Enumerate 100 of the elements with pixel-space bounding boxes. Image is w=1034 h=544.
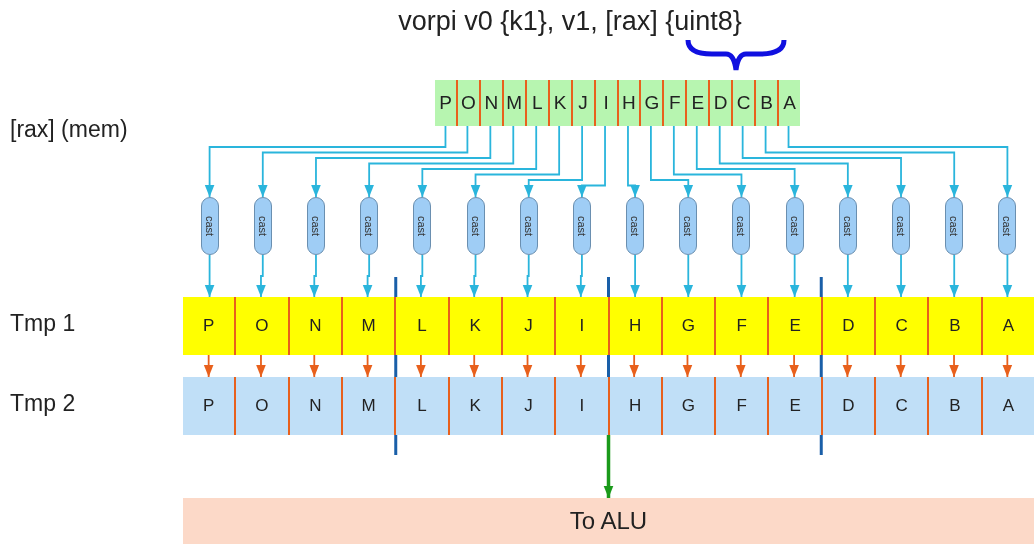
byte-lane: M: [340, 377, 395, 435]
byte-lane: L: [394, 377, 448, 435]
alu-band: To ALU: [183, 498, 1034, 544]
byte-lane: C: [731, 80, 755, 126]
arrow: [417, 125, 538, 198]
cast-unit: cast: [892, 197, 911, 255]
byte-lane: A: [980, 377, 1034, 435]
byte-lane: A: [980, 297, 1034, 355]
arrow: [736, 354, 746, 378]
byte-lane: J: [570, 80, 594, 126]
register-bar: [183, 377, 1034, 435]
arrow: [683, 254, 694, 298]
register-bar: [435, 80, 800, 126]
byte-lane: B: [927, 377, 981, 435]
byte-lane: M: [340, 297, 395, 355]
byte-lane: F: [662, 80, 686, 126]
arrow: [603, 435, 614, 498]
byte-lane: K: [447, 377, 501, 435]
byte-lane: I: [593, 80, 617, 126]
byte-lane: M: [501, 80, 525, 126]
byte-lane: D: [820, 297, 875, 355]
byte-lane: D: [820, 377, 875, 435]
byte-lane: P: [183, 377, 235, 435]
byte-lane: H: [607, 377, 661, 435]
byte-lane: B: [754, 80, 778, 126]
arrow: [204, 254, 215, 298]
arrow: [672, 125, 747, 198]
byte-lane: O: [455, 80, 479, 126]
byte-lane: G: [660, 297, 715, 355]
arrow: [630, 254, 640, 298]
arrow: [695, 125, 800, 198]
arrow: [256, 354, 266, 378]
cast-unit: cast: [572, 197, 591, 255]
byte-lane: D: [708, 80, 732, 126]
byte-lane: J: [500, 297, 555, 355]
byte-lane: L: [524, 80, 548, 126]
arrow: [469, 254, 479, 298]
cast-unit: cast: [360, 197, 379, 255]
cast-unit: cast: [306, 197, 325, 255]
arrow: [787, 125, 1013, 198]
arrow: [682, 354, 693, 378]
arrow: [949, 254, 959, 298]
arrow: [416, 254, 426, 298]
arrow: [576, 354, 586, 378]
cast-unit: cast: [253, 197, 272, 255]
arrow: [1002, 354, 1013, 378]
arrow: [522, 354, 533, 378]
byte-lane: K: [447, 297, 501, 355]
arrow: [949, 354, 959, 378]
byte-lane: I: [554, 377, 608, 435]
byte-lane: H: [607, 297, 661, 355]
byte-lane: O: [234, 297, 288, 355]
arrow: [469, 354, 479, 378]
byte-lane: C: [874, 377, 928, 435]
cast-unit: cast: [785, 197, 804, 255]
cast-unit: cast: [945, 197, 964, 255]
byte-lane: G: [660, 377, 715, 435]
byte-lane: H: [616, 80, 640, 126]
arrow: [843, 254, 853, 298]
cast-unit: cast: [626, 197, 645, 255]
cast-unit: cast: [838, 197, 857, 255]
arrow: [789, 354, 799, 378]
arrow: [896, 254, 906, 298]
cast-unit: cast: [466, 197, 485, 255]
cast-unit: cast: [679, 197, 698, 255]
byte-lane: L: [394, 297, 448, 355]
byte-lane: I: [554, 297, 608, 355]
byte-lane: E: [685, 80, 709, 126]
arrow: [309, 354, 320, 378]
arrow: [576, 254, 586, 298]
arrow: [311, 125, 492, 198]
cast-unit: cast: [413, 197, 432, 255]
arrow: [736, 254, 747, 298]
cast-unit: cast: [998, 197, 1017, 255]
byte-lane: B: [927, 297, 981, 355]
arrow: [764, 125, 959, 198]
byte-lane: K: [547, 80, 571, 126]
byte-lane: E: [767, 297, 821, 355]
byte-lane: O: [234, 377, 288, 435]
byte-lane: F: [714, 377, 768, 435]
arrow: [523, 125, 583, 198]
arrow: [203, 354, 214, 378]
arrow: [741, 125, 906, 198]
arrow: [718, 125, 853, 198]
arrow: [895, 354, 906, 378]
arrow: [204, 125, 447, 198]
arrow: [522, 254, 533, 298]
register-bar: [183, 297, 1034, 355]
byte-lane: N: [287, 297, 341, 355]
row-label: Tmp 1: [10, 310, 76, 337]
arrow: [256, 254, 266, 298]
byte-lane: P: [435, 80, 456, 126]
arrow: [470, 125, 561, 198]
byte-lane: N: [478, 80, 502, 126]
byte-lane: A: [777, 80, 800, 126]
arrow: [842, 354, 853, 378]
byte-lane: E: [767, 377, 821, 435]
arrow: [650, 125, 694, 198]
arrow: [789, 254, 800, 298]
instruction-title: vorpi v0 {k1}, v1, [rax] {uint8}: [397, 6, 743, 37]
